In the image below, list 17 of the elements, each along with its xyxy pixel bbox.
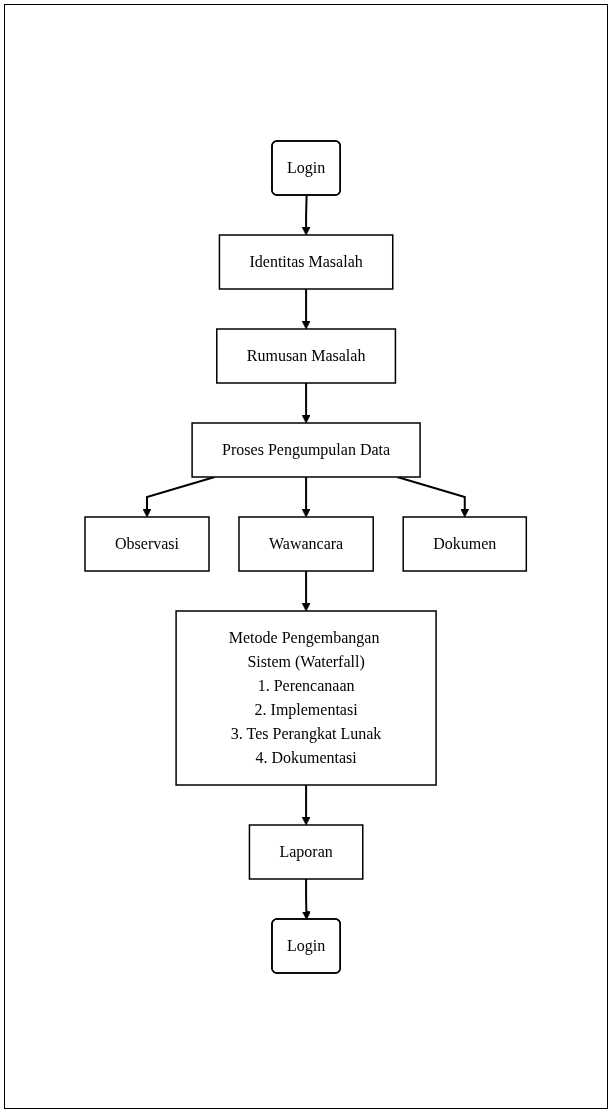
arrow bbox=[302, 194, 311, 235]
page-border: Login Identitas Masalah Rumusan Masalah Proses Pengumpulan Data Observasi Wawancara Dokumen Metode Pengembangan Sistem (Waterfall) 1. Perencanaan 2. Implementasi 3. Tes Perangkat Lunak 4. Dokumentasi Laporan Login bbox=[4, 4, 608, 1109]
node-box bbox=[216, 327, 397, 384]
node-box bbox=[191, 421, 422, 478]
node-box bbox=[84, 515, 211, 572]
arrow bbox=[302, 569, 311, 611]
node-box bbox=[249, 823, 364, 880]
arrow bbox=[302, 475, 311, 517]
arrow bbox=[302, 783, 311, 825]
node-box bbox=[175, 609, 438, 786]
arrow bbox=[396, 475, 470, 517]
arrow bbox=[302, 877, 312, 920]
node-box bbox=[219, 233, 394, 290]
arrow bbox=[302, 287, 311, 329]
node-box bbox=[402, 515, 528, 572]
node-box bbox=[238, 515, 375, 572]
arrow bbox=[302, 381, 311, 423]
